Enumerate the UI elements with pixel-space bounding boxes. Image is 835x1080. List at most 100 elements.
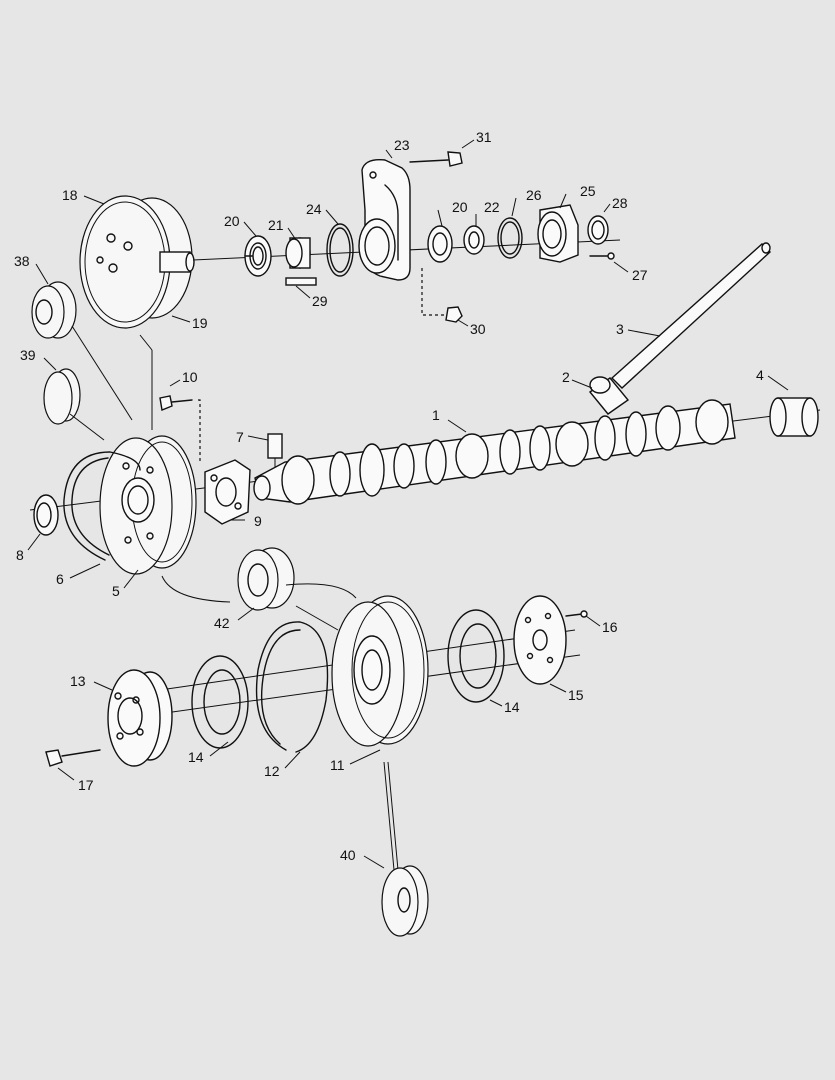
part-27-screw (589, 252, 615, 260)
callout-40: 40 (340, 847, 385, 869)
part-38-pinion (31, 281, 77, 339)
svg-text:7: 7 (236, 429, 244, 445)
part-9-thrust-plate (204, 459, 251, 525)
part-13-hub (107, 669, 173, 767)
callout-14a: 14 (188, 741, 229, 765)
svg-text:6: 6 (56, 571, 64, 587)
svg-text:20: 20 (224, 213, 240, 229)
svg-text:9: 9 (254, 513, 262, 529)
callout-7: 7 (236, 429, 269, 445)
svg-text:42: 42 (214, 615, 230, 631)
part-25-housing (537, 204, 579, 263)
callout-30: 30 (457, 319, 486, 337)
callout-5: 5 (112, 569, 139, 599)
callout-4: 4 (756, 367, 789, 391)
svg-text:25: 25 (580, 183, 596, 199)
callout-39: 39 (20, 347, 57, 371)
part-23-bracket (358, 159, 411, 281)
callout-13: 13 (70, 673, 113, 691)
callout-8: 8 (16, 533, 41, 563)
callout-11: 11 (330, 749, 381, 773)
callout-28: 28 (603, 195, 628, 213)
svg-text:29: 29 (312, 293, 328, 309)
callout-3: 3 (616, 321, 661, 337)
svg-text:11: 11 (330, 757, 345, 773)
svg-text:10: 10 (182, 369, 198, 385)
part-11-gear (331, 595, 429, 747)
svg-text:13: 13 (70, 673, 86, 689)
callout-27: 27 (613, 261, 648, 283)
svg-text:8: 8 (16, 547, 24, 563)
callout-14b: 14 (489, 699, 520, 715)
svg-text:4: 4 (756, 367, 764, 383)
svg-text:23: 23 (394, 137, 410, 153)
part-26-ring (497, 217, 523, 259)
svg-text:18: 18 (62, 187, 78, 203)
callout-24: 24 (306, 201, 339, 225)
callout-42: 42 (214, 607, 255, 631)
svg-text:26: 26 (526, 187, 542, 203)
part-31-bolt (409, 151, 463, 167)
part-6-snap-ring (63, 451, 141, 561)
callout-31: 31 (461, 129, 492, 149)
part-3-tube (610, 242, 772, 389)
callout-19: 19 (171, 315, 208, 331)
svg-text:39: 39 (20, 347, 36, 363)
part-40-pinion (381, 761, 429, 937)
callout-15: 15 (549, 683, 584, 703)
part-21-bushing (285, 237, 311, 269)
part-39-gear (43, 368, 81, 425)
callout-26: 26 (511, 187, 542, 217)
callout-18: 18 (62, 187, 105, 205)
svg-text:1: 1 (432, 407, 440, 423)
callout-38: 38 (14, 253, 49, 285)
svg-text:22: 22 (484, 199, 500, 215)
svg-text:24: 24 (306, 201, 322, 217)
part-10-bolt (159, 395, 201, 462)
callout-23: 23 (385, 137, 410, 159)
part-14-spacer-right (447, 609, 505, 703)
svg-text:28: 28 (612, 195, 628, 211)
callout-1: 1 (432, 407, 467, 433)
part-7-key (267, 433, 283, 470)
part-15-plate (513, 595, 567, 685)
svg-text:3: 3 (616, 321, 624, 337)
callout-29: 29 (295, 285, 328, 309)
svg-text:14: 14 (504, 699, 520, 715)
svg-text:17: 17 (78, 777, 94, 793)
part-4-bushing (769, 397, 819, 437)
callout-17: 17 (57, 767, 94, 793)
svg-text:2: 2 (562, 369, 570, 385)
part-12-snap-ring (255, 621, 329, 753)
part-22-nut (463, 225, 485, 255)
callout-labels: 1 2 3 4 5 6 7 8 9 10 11 12 13 14 14 15 1… (14, 129, 789, 869)
callout-22: 22 (475, 199, 500, 226)
part-20-bearing-left (244, 235, 272, 277)
callout-12: 12 (264, 751, 301, 779)
svg-text:15: 15 (568, 687, 584, 703)
part-1-camshaft (253, 399, 736, 505)
svg-text:12: 12 (264, 763, 280, 779)
callout-25: 25 (559, 183, 596, 209)
part-8-seal (33, 494, 59, 536)
callout-20b: 20 (437, 199, 468, 227)
part-18-gear (79, 195, 195, 329)
svg-text:31: 31 (476, 129, 492, 145)
callout-20a: 20 (224, 213, 257, 237)
part-14-spacer-left (191, 655, 249, 749)
part-29-stud (285, 277, 317, 286)
svg-text:16: 16 (602, 619, 618, 635)
part-20-bearing-right (427, 225, 453, 263)
svg-text:14: 14 (188, 749, 204, 765)
svg-text:30: 30 (470, 321, 486, 337)
callout-9: 9 (230, 513, 262, 529)
callout-6: 6 (56, 563, 101, 587)
svg-text:40: 40 (340, 847, 356, 863)
callout-21: 21 (268, 217, 297, 241)
svg-text:20: 20 (452, 199, 468, 215)
part-16-screw (565, 610, 588, 618)
part-17-bolt (45, 749, 101, 767)
part-24-o-ring (326, 223, 354, 277)
callout-10: 10 (169, 369, 198, 387)
